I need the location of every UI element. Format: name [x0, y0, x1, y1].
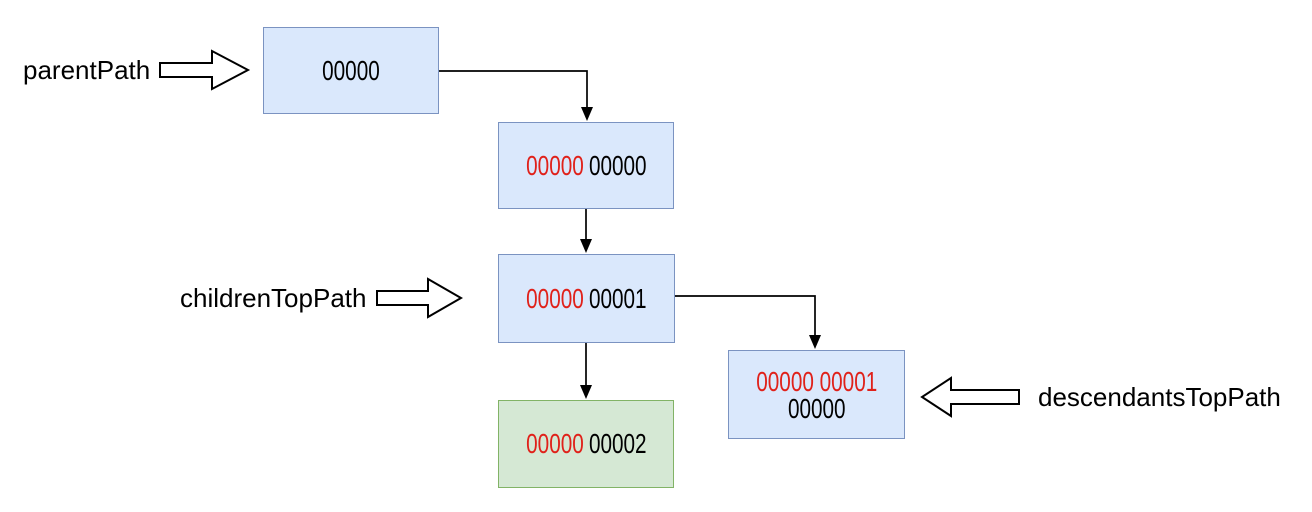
node-path-value: 00001 [589, 282, 647, 314]
parent-path-block-arrow-icon [159, 49, 251, 91]
node-descendants-top: 00000 00001 00000 [728, 350, 905, 439]
connector-children-top-to-bottom [580, 343, 592, 399]
node-children-bottom: 00000 00002 [498, 400, 674, 488]
node-first-child: 00000 00000 [498, 122, 674, 209]
node-path-prefix-line: 00000 00001 [755, 365, 877, 397]
node-path-value: 00000 [322, 54, 380, 86]
arrowhead-down-icon [580, 239, 592, 253]
node-parent: 00000 [263, 27, 439, 114]
node-children-top: 00000 00001 [498, 254, 675, 343]
node-path-value: 00002 [588, 428, 647, 459]
node-path-prefix: 00000 [525, 428, 584, 459]
connector-parent-to-first-child [439, 70, 593, 121]
node-path-value: 00000 [588, 149, 647, 181]
label-descendants-top-path: descendantsTopPath [1038, 382, 1281, 412]
node-path-value-line: 00000 [787, 392, 846, 424]
connector-first-child-to-children-top [580, 209, 592, 253]
node-path-prefix: 00000 [525, 149, 584, 181]
label-children-top-path: childrenTopPath [180, 283, 367, 313]
arrowhead-down-icon [809, 335, 821, 349]
arrowhead-down-icon [581, 107, 593, 121]
descendants-top-path-block-arrow-icon [920, 376, 1020, 418]
arrowhead-down-icon [580, 385, 592, 399]
label-parent-path: parentPath [23, 55, 151, 85]
node-path-prefix: 00000 [526, 282, 584, 314]
connector-children-top-to-descendants [675, 295, 821, 349]
children-top-path-block-arrow-icon [376, 277, 464, 319]
